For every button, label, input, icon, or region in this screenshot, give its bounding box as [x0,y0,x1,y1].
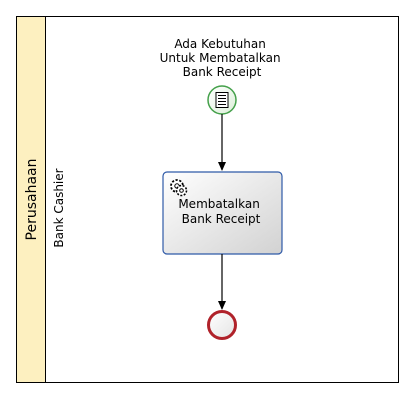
start-event[interactable] [207,85,237,115]
lane-label: Bank Cashier [52,168,66,247]
conditional-document-icon [215,92,229,108]
gears-icon [170,179,188,197]
task-label-line: Bank Receipt [182,212,261,226]
task-label-line: Membatalkan [178,197,260,211]
pool-header [16,16,46,383]
end-event[interactable] [207,310,237,340]
lane-bank-cashier[interactable]: Bank Cashier [52,168,66,247]
pool-label: Perusahaan [24,159,40,241]
start-event-label-line: Bank Receipt [183,65,262,79]
service-task[interactable]: Membatalkan Bank Receipt [162,171,283,255]
start-event-label-line: Ada Kebutuhan [174,37,266,51]
start-event-label-line: Untuk Membatalkan [160,51,281,65]
task-label: Membatalkan Bank Receipt [178,197,263,226]
start-event-label: Ada Kebutuhan Untuk Membatalkan Bank Rec… [160,37,285,79]
